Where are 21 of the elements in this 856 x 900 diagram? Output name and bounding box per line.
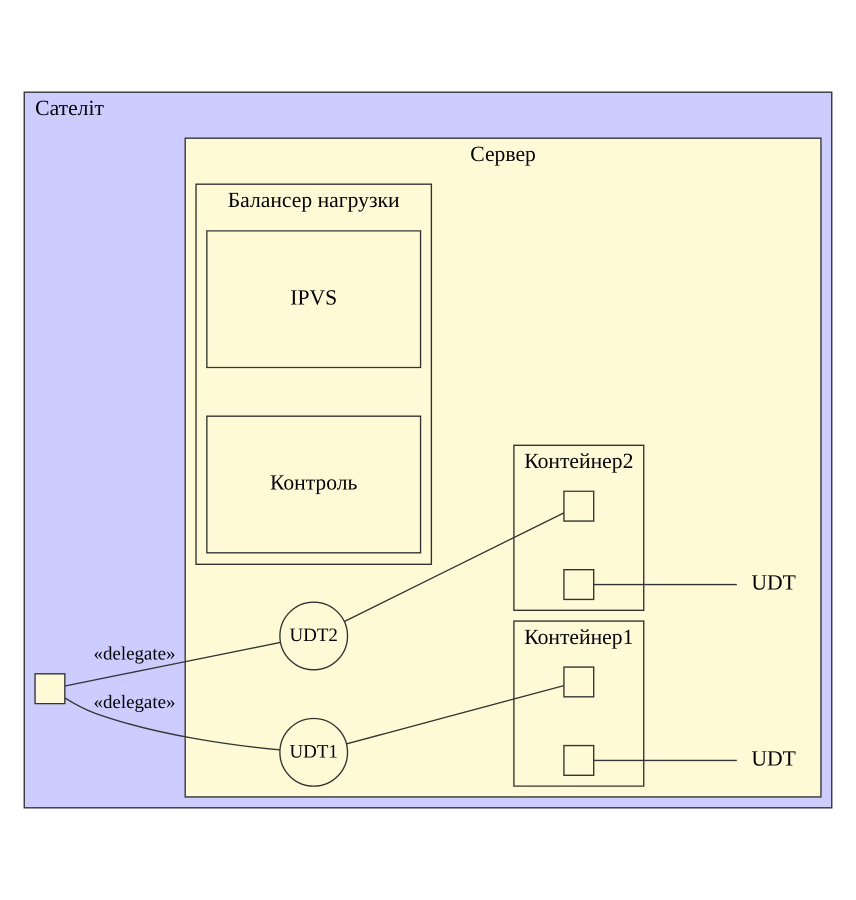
connector xyxy=(594,584,737,586)
connector xyxy=(346,684,564,744)
edge-label: «delegate» xyxy=(94,643,176,664)
node-box: Контроль xyxy=(206,416,422,554)
node-box xyxy=(563,490,594,522)
connector xyxy=(594,760,737,762)
cluster: Контейнер2 xyxy=(513,444,644,611)
node-box xyxy=(563,569,594,600)
node-box: IPVS xyxy=(206,230,422,368)
node-box xyxy=(563,666,594,698)
cluster: Контейнер1 xyxy=(513,620,644,787)
node-box xyxy=(563,744,594,776)
connector xyxy=(64,698,280,751)
node-text: UDT xyxy=(751,570,796,595)
node-circle: UDT1 xyxy=(279,718,348,787)
connector xyxy=(344,512,564,622)
edge-label: «delegate» xyxy=(94,692,176,713)
node-box xyxy=(34,673,66,704)
node-circle: UDT2 xyxy=(279,602,348,670)
node-text: UDT xyxy=(751,746,796,771)
connector xyxy=(64,642,280,687)
